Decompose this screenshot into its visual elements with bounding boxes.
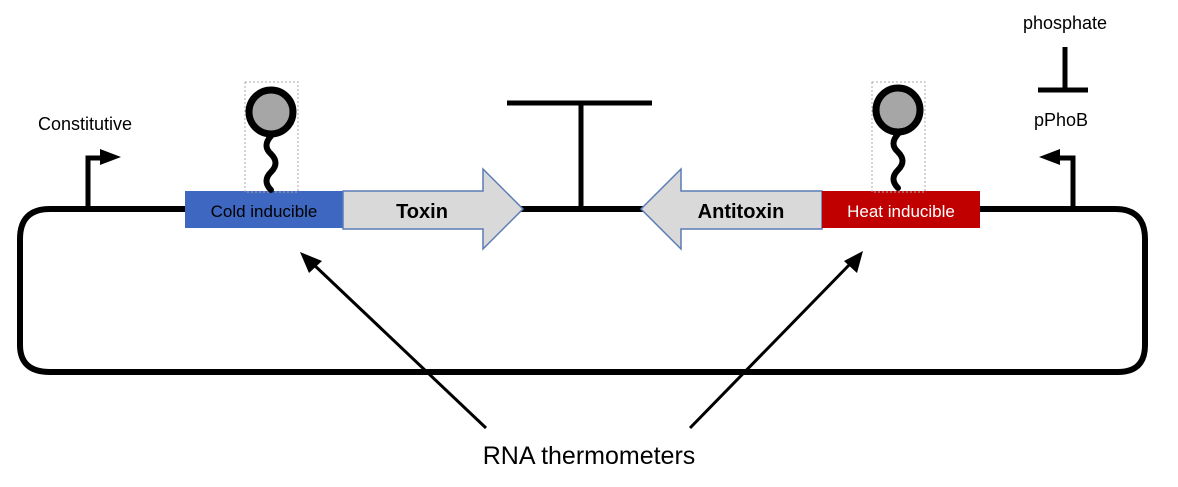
- rna-thermometer-pointer-right: [688, 251, 863, 430]
- heat-inducible-block: [822, 191, 980, 228]
- constitutive-label: Constitutive: [38, 114, 132, 134]
- heat-inducible-label: Heat inducible: [847, 202, 955, 221]
- cold-rna-thermometer-icon: [244, 81, 299, 193]
- antitoxin-gene-arrow: [639, 167, 823, 251]
- cold-inducible-label: Cold inducible: [211, 202, 318, 221]
- constitutive-promoter-icon: [85, 149, 121, 209]
- cold-inducible-block: [185, 191, 343, 228]
- pphob-promoter-icon: [1039, 149, 1076, 209]
- toxin-label: Toxin: [396, 201, 448, 223]
- pphob-label: pPhoB: [1034, 110, 1088, 130]
- heat-rna-thermometer-icon: [871, 81, 926, 193]
- rna-thermometer-pointer-left: [300, 252, 488, 430]
- phosphate-label: phosphate: [1023, 13, 1107, 33]
- plasmid-backbone: [17, 206, 1148, 375]
- terminator-icon: [507, 100, 652, 209]
- rna-thermometers-label: RNA thermometers: [483, 442, 696, 470]
- antitoxin-label: Antitoxin: [698, 201, 785, 223]
- toxin-gene-arrow: [342, 167, 525, 251]
- phosphate-repression-icon: [1038, 47, 1088, 93]
